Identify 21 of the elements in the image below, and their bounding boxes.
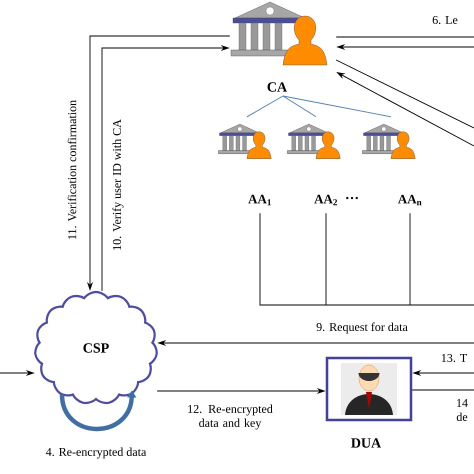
connector-line bbox=[282, 96, 316, 118]
edge-label: 14 de bbox=[456, 398, 468, 422]
connector-line bbox=[336, 36, 474, 38]
node-label: DUA bbox=[351, 438, 382, 448]
connector-line bbox=[246, 96, 284, 118]
edge-label: 13. T bbox=[442, 354, 467, 362]
edge-label: 9. Request for data bbox=[316, 322, 408, 334]
edge-label: 12. Re-encrypted data and key bbox=[188, 404, 273, 430]
ellipsis: … bbox=[346, 196, 358, 200]
node-label: CA bbox=[268, 82, 287, 92]
edge-label: 10. Verify user ID with CA bbox=[112, 119, 124, 250]
connector-line bbox=[336, 60, 474, 128]
edge-label: 11. Verification confirmation bbox=[68, 100, 76, 240]
node-label: AA$_{1}$ bbox=[248, 194, 271, 206]
connector-line bbox=[410, 212, 474, 306]
connector-line bbox=[282, 96, 392, 118]
cloud: CSP bbox=[34, 290, 158, 404]
node-label: AA$_{2}$ bbox=[314, 194, 338, 206]
edge-label: 6. Le bbox=[432, 16, 458, 24]
edge-label: 4. Re-encrypted data bbox=[46, 448, 146, 458]
node-label: AA$_{n}$ bbox=[398, 194, 422, 206]
